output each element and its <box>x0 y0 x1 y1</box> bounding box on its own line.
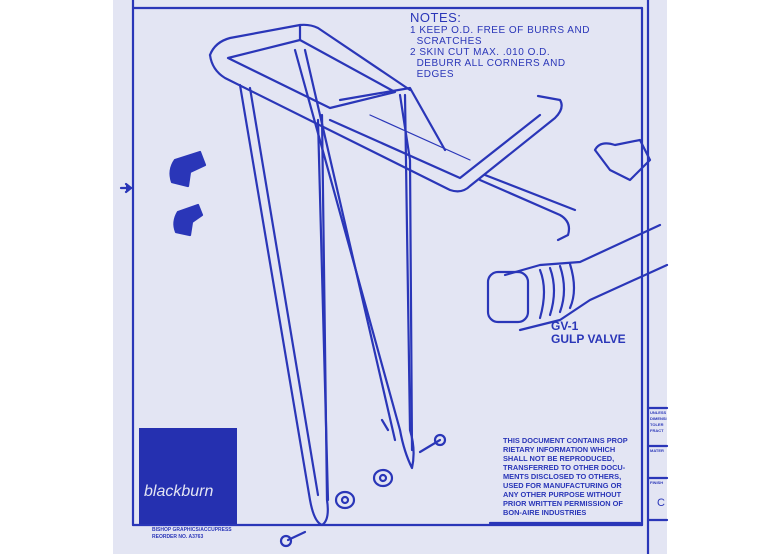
gulp-valve <box>486 138 669 332</box>
tb-value: C <box>657 497 665 509</box>
note-line: 2 SKIN CUT MAX. .010 O.D. <box>410 47 590 58</box>
credit-line: BISHOP GRAPHICS/ACCUPRESS <box>152 527 232 533</box>
note-text: SCRATCHES <box>416 36 482 47</box>
tb-label: UNLESS <box>650 410 667 415</box>
notice-line: ANY OTHER PURPOSE WITHOUT <box>503 490 622 499</box>
valve-code: GV-1 <box>551 319 579 333</box>
note-line: DEBURR ALL CORNERS AND <box>410 58 590 69</box>
note-text: KEEP O.D. FREE OF BURRS AND <box>419 25 590 36</box>
notice-line: USED FOR MANUFACTURING OR <box>503 481 622 490</box>
notice-line: THIS DOCUMENT CONTAINS PROP <box>503 436 628 445</box>
tb-label: DIMENSI <box>650 416 667 421</box>
notice-line: TRANSFERRED TO OTHER DOCU- <box>503 463 626 472</box>
border-lines <box>119 0 669 554</box>
note-line: EDGES <box>410 69 590 80</box>
tb-label: MATER <box>650 448 664 453</box>
tb-label: FINISH <box>650 480 664 485</box>
rack-struts <box>238 48 415 527</box>
note-text: EDGES <box>416 69 455 80</box>
note-line: SCRATCHES <box>410 36 590 47</box>
note-marker: 1 <box>410 25 417 36</box>
notice-line: BON-AIRE INDUSTRIES <box>503 508 587 517</box>
note-text: SKIN CUT MAX. .010 O.D. <box>419 47 551 58</box>
blackburn-logo: blackburn <box>139 428 237 524</box>
notice-line: PRIOR WRITTEN PERMISSION OF <box>503 499 623 508</box>
clips <box>169 150 207 237</box>
valve-name: GULP VALVE <box>551 332 626 346</box>
tb-label: TOLER <box>650 422 664 427</box>
logo-text: blackburn <box>144 483 214 500</box>
note-marker: 2 <box>410 47 417 58</box>
notice-line: RIETARY INFORMATION WHICH <box>503 445 616 454</box>
note-text: DEBURR ALL CORNERS AND <box>416 58 566 69</box>
notes-title: NOTES: <box>410 10 462 25</box>
rack-top-frame <box>208 23 577 242</box>
credit-line: REORDER NO. A3763 <box>152 534 204 540</box>
note-line: 1 KEEP O.D. FREE OF BURRS AND <box>410 25 590 36</box>
notice-line: SHALL NOT BE REPRODUCED, <box>503 454 615 463</box>
tb-label: FRACT <box>650 428 664 433</box>
notes-block: NOTES:1 KEEP O.D. FREE OF BURRS AND SCRA… <box>410 10 590 80</box>
hardware <box>279 433 447 548</box>
notice-line: MENTS DISCLOSED TO OTHERS, <box>503 472 622 481</box>
